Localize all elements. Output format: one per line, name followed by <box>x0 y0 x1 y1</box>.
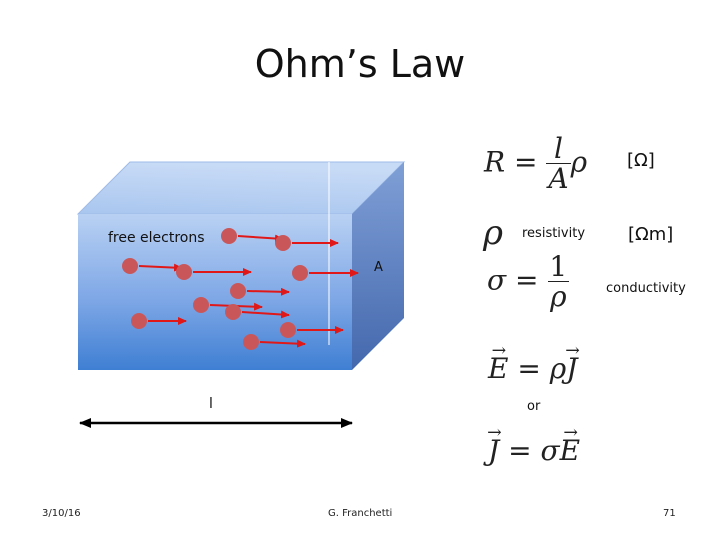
electron <box>230 283 246 299</box>
free-electrons-label: free electrons <box>108 230 205 246</box>
resistance-eq: = <box>514 145 538 179</box>
footer-date: 3/10/16 <box>42 508 81 519</box>
conductivity-numerator: 1 <box>549 250 568 283</box>
conductivity-fraction: 1 ρ <box>547 252 569 312</box>
block-side-face <box>352 162 404 370</box>
footer-author: G. Franchetti <box>328 508 393 519</box>
conductivity-denominator: ρ <box>548 280 569 314</box>
field-rhs: J <box>566 352 577 385</box>
block-front-face <box>78 214 352 370</box>
electron <box>225 304 241 320</box>
electron-arrow <box>246 287 290 296</box>
conductivity-lhs: σ <box>487 263 507 297</box>
rho-symbol: ρ <box>483 213 503 253</box>
electron <box>243 334 259 350</box>
field-equation: E = ρJ <box>488 352 577 385</box>
resistance-fraction: l A <box>546 132 571 196</box>
electron-arrow <box>259 339 306 348</box>
resistivity-label: resistivity <box>522 226 586 241</box>
electron-arrow <box>237 234 284 243</box>
electron <box>280 322 296 338</box>
electron <box>176 264 192 280</box>
conductivity-eq: = <box>515 263 539 297</box>
slide-title: Ohm’s Law <box>254 42 466 86</box>
length-label: l <box>209 396 213 412</box>
current-rhs: E <box>560 434 580 467</box>
current-lhs: J <box>488 434 499 467</box>
electron-group <box>122 228 359 350</box>
electron <box>193 297 209 313</box>
resistance-numerator: l <box>554 132 563 165</box>
electron <box>275 235 291 251</box>
resistance-denominator: A <box>546 162 571 196</box>
current-coef: σ <box>540 434 560 467</box>
area-label: A <box>374 260 383 275</box>
ohm-meter-unit: [Ωm] <box>628 224 674 245</box>
resistance-rho: ρ <box>570 145 588 179</box>
electron <box>221 228 237 244</box>
conductivity-equation: σ = 1 ρ <box>487 252 569 312</box>
resistance-equation: R = l A ρ <box>484 134 587 194</box>
footer-page-number: 71 <box>663 508 676 519</box>
block-top-face <box>76 161 406 215</box>
ohm-unit: [Ω] <box>627 150 655 171</box>
electron <box>292 265 308 281</box>
resistance-lhs: R <box>484 145 506 179</box>
field-coef: ρ <box>549 352 567 385</box>
electron <box>131 313 147 329</box>
or-label: or <box>527 399 541 414</box>
electron-arrow <box>138 263 183 272</box>
electron <box>122 258 138 274</box>
conductivity-label: conductivity <box>606 281 686 296</box>
field-lhs: E <box>488 352 508 385</box>
electron-arrow <box>241 310 290 319</box>
current-eq: = <box>508 434 532 467</box>
field-eq: = <box>517 352 541 385</box>
current-equation: J = σE <box>488 434 580 467</box>
